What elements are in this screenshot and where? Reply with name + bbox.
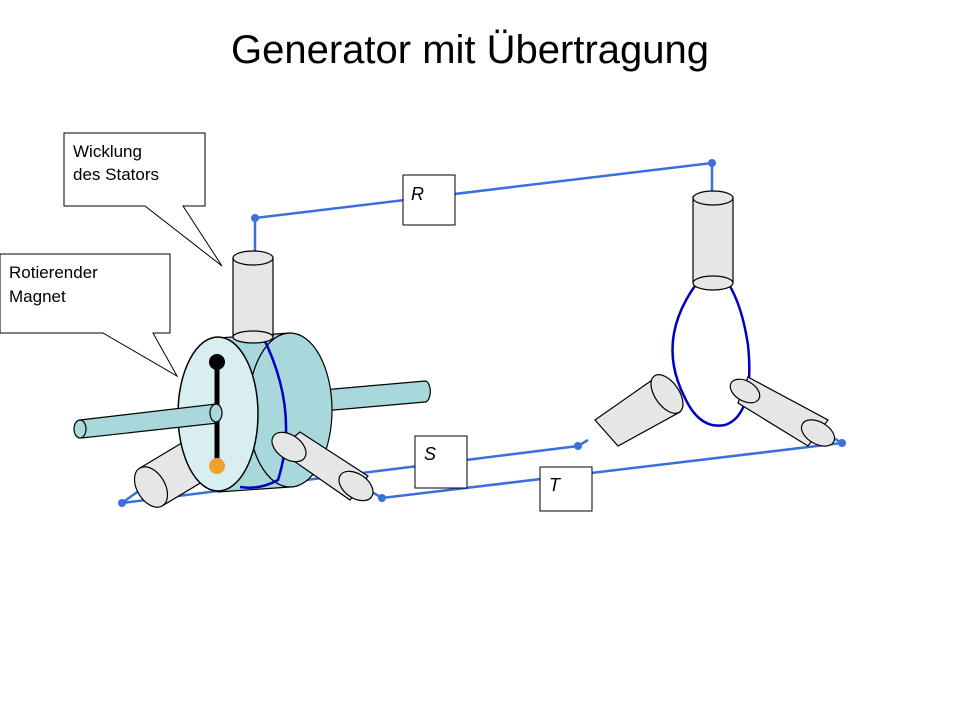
magnet-north-pole xyxy=(209,354,225,370)
rotor-shaft xyxy=(299,380,431,414)
receiver-coil-loop xyxy=(671,282,751,427)
callout-rotating-magnet: Rotierender Magnet xyxy=(0,253,179,378)
svg-text:des Stators: des Stators xyxy=(73,165,159,184)
stator-winding xyxy=(239,334,288,489)
wire-dot-receiver-s xyxy=(574,442,582,450)
wire-dot-generator-r xyxy=(251,214,259,222)
wire-dot-generator-s xyxy=(118,499,126,507)
svg-text:Wicklung: Wicklung xyxy=(73,142,142,161)
receiver-core-top xyxy=(692,190,734,291)
svg-text:Magnet: Magnet xyxy=(9,287,66,306)
phase-label-s: S xyxy=(414,435,468,489)
wire-dot-generator-t xyxy=(378,494,386,502)
phase-r-wire xyxy=(253,161,714,255)
magnet-south-pole xyxy=(209,458,225,474)
phase-label-r: R xyxy=(402,174,456,226)
svg-text:R: R xyxy=(411,184,424,204)
stator-core-lower-right xyxy=(271,431,374,502)
svg-text:S: S xyxy=(424,444,436,464)
svg-text:Rotierender: Rotierender xyxy=(9,263,98,282)
receiver-core-left xyxy=(594,374,684,447)
rotor-shaft-front xyxy=(73,403,223,439)
wire-connection-points xyxy=(118,159,846,507)
stator-core-top xyxy=(232,250,274,344)
svg-text:T: T xyxy=(549,475,562,495)
callout-stator-winding: Wicklung des Stators xyxy=(63,132,223,267)
page-title: Generator mit Übertragung xyxy=(230,28,709,72)
phase-label-t: T xyxy=(539,466,593,512)
receiver-core-right xyxy=(729,376,836,447)
wire-dot-receiver-t xyxy=(838,439,846,447)
wire-dot-receiver-r xyxy=(708,159,716,167)
